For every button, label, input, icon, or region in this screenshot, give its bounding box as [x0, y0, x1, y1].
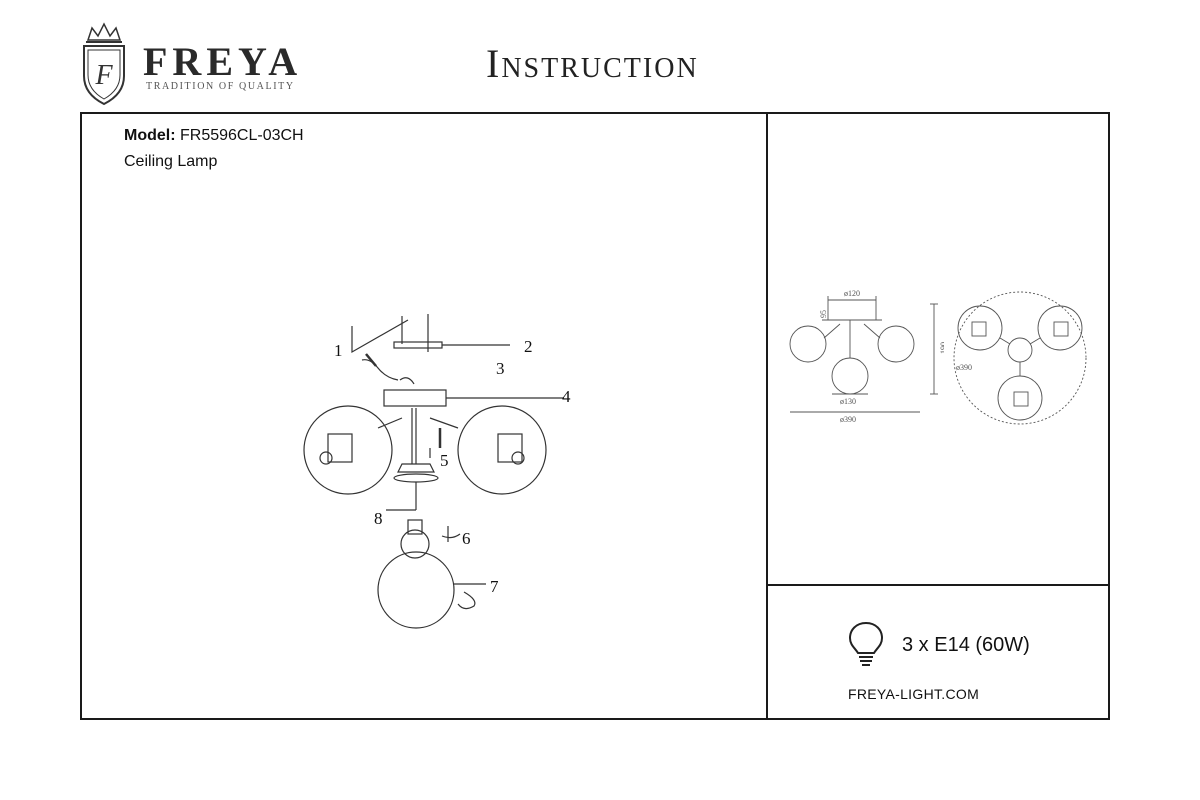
document-title: Instruction — [486, 41, 699, 86]
model-line: Model: FR5596CL-03CH — [124, 128, 304, 144]
front-view-dimension-drawing: ø120 95 ø130 ø390 190 — [789, 289, 944, 424]
logo-letter: F — [94, 60, 113, 91]
brand-tagline: TRADITION OF QUALITY — [146, 81, 295, 92]
dim-overall-height: 190 — [939, 342, 944, 354]
part-label-1: 1 — [334, 341, 343, 360]
dim-height-small: 95 — [819, 310, 828, 318]
part-label-4: 4 — [562, 387, 571, 406]
freya-crest-logo: F — [83, 22, 125, 106]
bulb-spec: 3 x E14 (60W) — [902, 634, 1030, 656]
model-value: FR5596CL-03CH — [180, 127, 304, 144]
dim-canopy: ø130 — [840, 397, 856, 406]
product-type: Ceiling Lamp — [124, 153, 218, 170]
brand-name: FREYA — [143, 39, 303, 84]
part-label-5: 5 — [440, 451, 449, 470]
assembly-diagram: 1 2 3 4 5 6 7 8 — [303, 314, 571, 629]
specs-panel-frame — [766, 584, 1110, 720]
dim-top-width: ø120 — [844, 289, 860, 298]
top-view-dimension-drawing: ø390 — [953, 291, 1087, 425]
part-label-3: 3 — [496, 359, 505, 378]
part-label-2: 2 — [524, 337, 533, 356]
model-label: Model: — [124, 127, 176, 144]
dim-overall-front: ø390 — [840, 415, 856, 424]
part-label-7: 7 — [490, 577, 499, 596]
website-link[interactable]: FREYA-LIGHT.COM — [848, 686, 980, 702]
part-label-8: 8 — [374, 509, 383, 528]
light-bulb-icon — [848, 621, 884, 666]
part-label-6: 6 — [462, 529, 471, 548]
dim-overall-top: ø390 — [956, 363, 972, 372]
